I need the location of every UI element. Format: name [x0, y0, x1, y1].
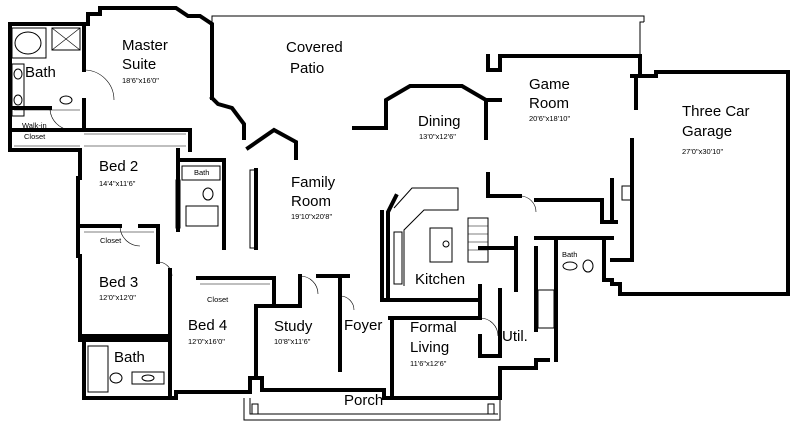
- bed3-dims: 12'0"x12'0": [99, 293, 136, 302]
- dining-dims: 13'0"x12'6": [419, 132, 456, 141]
- porch-name: Porch: [344, 392, 383, 409]
- covered-patio-name-2: Patio: [290, 60, 324, 77]
- master-suite-dims: 18'6"x16'0": [122, 76, 159, 85]
- master-bath-name: Bath: [25, 64, 56, 81]
- door-swings: [49, 69, 537, 337]
- bed4-dims: 12'0"x16'0": [188, 337, 225, 346]
- formal-living-name-2: Living: [410, 339, 449, 356]
- walkin-closet-name-2: Closet: [24, 132, 46, 141]
- fixtures: [11, 27, 633, 415]
- room-labels: Master Suite 18'6"x16'0" Covered Patio B…: [22, 37, 750, 409]
- bed4-closet-name: Closet: [207, 295, 229, 304]
- garage-dims: 27'0"x30'10": [682, 147, 723, 156]
- garage-name-1: Three Car: [682, 103, 750, 120]
- game-room-dims: 20'6"x18'10": [529, 114, 570, 123]
- mid-bath-name: Bath: [194, 168, 209, 177]
- study-name: Study: [274, 318, 313, 335]
- family-room-name-2: Room: [291, 193, 331, 210]
- lower-bath-name: Bath: [114, 349, 145, 366]
- master-suite-name-1: Master: [122, 37, 168, 54]
- utility-name: Util.: [502, 328, 528, 345]
- covered-patio-name-1: Covered: [286, 39, 343, 56]
- garage-name-2: Garage: [682, 123, 732, 140]
- bed4-name: Bed 4: [188, 317, 227, 334]
- formal-living-name-1: Formal: [410, 319, 457, 336]
- bed3-name: Bed 3: [99, 274, 138, 291]
- bed2-dims: 14'4"x11'6": [99, 179, 136, 188]
- study-dims: 10'8"x11'6": [274, 337, 311, 346]
- kitchen-name: Kitchen: [415, 271, 465, 288]
- game-room-name-2: Room: [529, 95, 569, 112]
- bed3-closet-name: Closet: [100, 236, 122, 245]
- walkin-closet-name-1: Walk-in: [22, 121, 47, 130]
- foyer-name: Foyer: [344, 317, 382, 334]
- interior-walls: [8, 22, 618, 400]
- family-room-name-1: Family: [291, 174, 336, 191]
- family-room-dims: 19'10"x20'8": [291, 212, 332, 221]
- master-suite-name-2: Suite: [122, 56, 156, 73]
- exterior-walls: [8, 6, 790, 421]
- formal-living-dims: 11'6"x12'6": [410, 359, 447, 368]
- bed2-name: Bed 2: [99, 158, 138, 175]
- garage-bath-name: Bath: [562, 250, 577, 259]
- dining-name: Dining: [418, 113, 461, 130]
- game-room-name-1: Game: [529, 76, 570, 93]
